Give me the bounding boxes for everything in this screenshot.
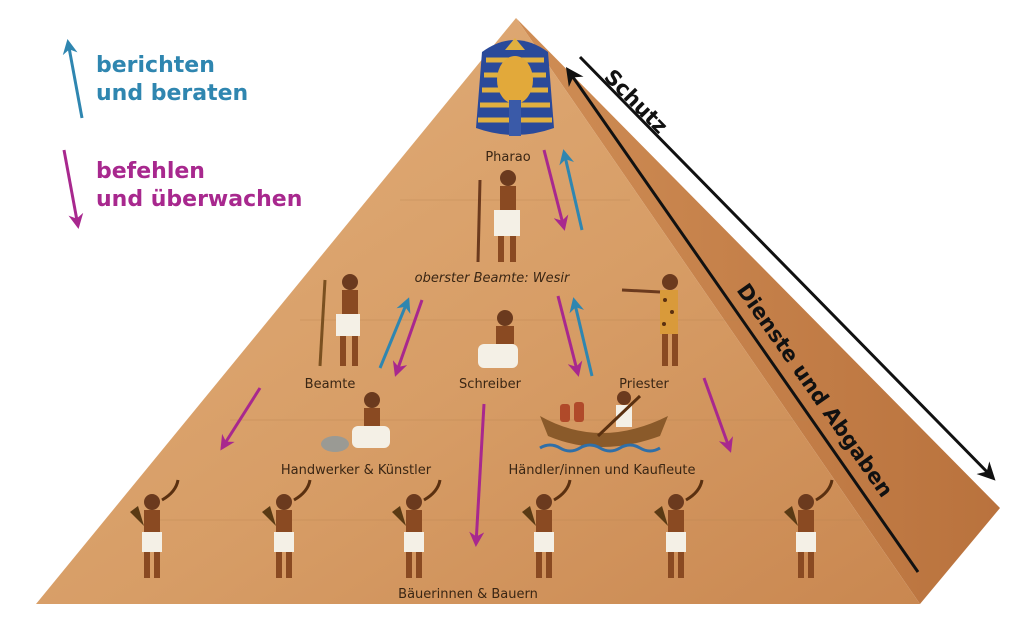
scribe-figure-icon	[478, 310, 518, 368]
command-arrow-beamte-handwerker	[220, 387, 262, 451]
craftsman-figure-icon	[321, 392, 390, 452]
pharao-label: Pharao	[485, 150, 530, 165]
official-figure-icon	[318, 274, 360, 367]
pyramid-front-face	[36, 18, 920, 604]
legend-command-line2: und überwachen	[96, 187, 303, 212]
farmer-figure-icon	[392, 479, 442, 578]
report-arrow-beamte-wesir	[378, 297, 411, 369]
trader-boat-icon	[539, 391, 668, 453]
bauern-label: Bäuerinnen & Bauern	[398, 587, 538, 602]
legend-report: berichten und beraten	[96, 52, 248, 108]
command-arrow-priester-haendler	[702, 377, 733, 453]
farmer-figure-icon	[522, 479, 572, 578]
farmer-figure-icon	[130, 479, 180, 578]
legend-down-arrow	[62, 149, 84, 229]
vizier-figure-icon	[476, 170, 520, 263]
dienste-arrow	[565, 67, 920, 573]
command-arrow-pharao-wesir	[542, 149, 569, 231]
report-arrow-priester-wesir	[569, 297, 594, 377]
command-arrow-wesir-priester	[556, 295, 583, 377]
legend-command-line1: befehlen	[96, 159, 205, 184]
wesir-label: oberster Beamte: Wesir	[415, 271, 571, 286]
farmer-figure-icon	[654, 479, 704, 578]
legend-command: befehlen und überwachen	[96, 158, 302, 214]
schreiber-label: Schreiber	[459, 377, 522, 392]
farmer-figures	[130, 479, 834, 578]
legend-up-arrow	[62, 39, 84, 119]
haendler-label: Händler/innen und Kaufleute	[509, 463, 696, 478]
priest-figure-icon	[621, 274, 678, 366]
handwerker-label: Handwerker & Künstler	[281, 463, 432, 478]
command-arrow-wesir-beamte	[392, 299, 424, 377]
legend-report-line1: berichten	[96, 53, 215, 78]
pharaoh-mask-icon	[476, 38, 554, 136]
pyramid-side-face	[516, 18, 1000, 604]
beamte-label: Beamte	[305, 377, 356, 392]
farmer-figure-icon	[784, 479, 834, 578]
schutz-arrow	[578, 55, 996, 481]
report-arrow-wesir-pharao	[559, 149, 584, 231]
command-arrow-schreiber-bauern	[469, 403, 486, 547]
legend-report-line2: und beraten	[96, 81, 249, 106]
priester-label: Priester	[619, 377, 669, 392]
farmer-figure-icon	[262, 479, 312, 578]
